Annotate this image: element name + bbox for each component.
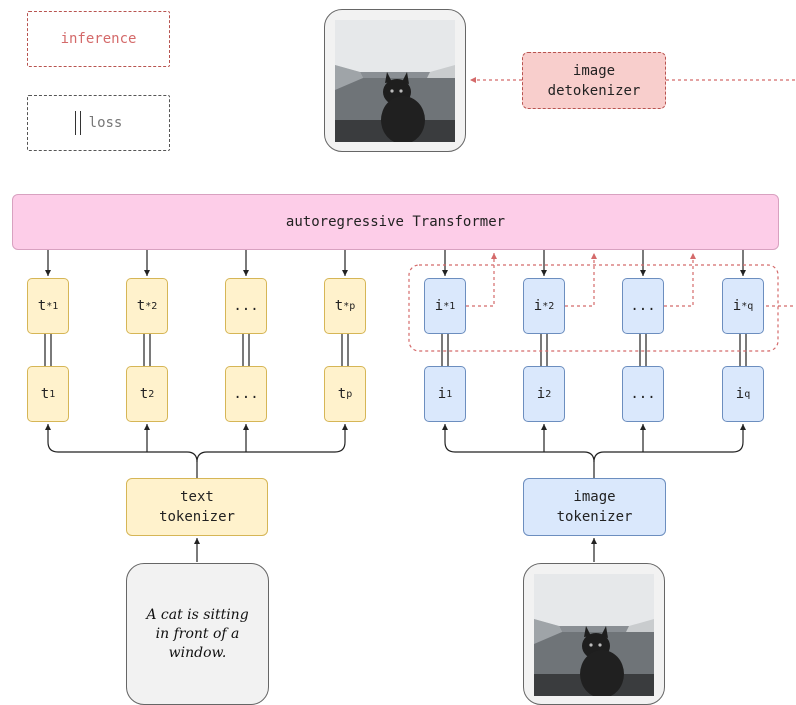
text-predicted-token: ... [225, 278, 267, 334]
text-caption-card: A cat is sitting in front of a window. [126, 563, 269, 705]
image-tokenizer-fanout [442, 424, 746, 562]
text-predicted-token: t*2 [126, 278, 168, 334]
image-predicted-token: i*q [722, 278, 764, 334]
image-detokenizer-label: image detokenizer [547, 62, 641, 99]
loss-double-lines [44, 334, 747, 367]
text-tokenizer: text tokenizer [126, 478, 268, 536]
cat-photo-icon [335, 20, 455, 142]
input-image-card [523, 563, 665, 705]
image-predicted-token: i*2 [523, 278, 565, 334]
image-predicted-token: ... [622, 278, 664, 334]
legend-inference-label: inference [60, 31, 137, 47]
inference-feedback-lines [408, 77, 796, 352]
image-detokenizer: image detokenizer [522, 52, 666, 109]
transformer-output-arrows [45, 250, 746, 276]
text-predicted-token: t*1 [27, 278, 69, 334]
legend-inference: inference [27, 11, 170, 67]
autoregressive-transformer: autoregressive Transformer [12, 194, 779, 250]
output-image-card [324, 9, 466, 152]
text-input-token: ... [225, 366, 267, 422]
double-line-icon [74, 111, 81, 135]
image-predicted-token: i*1 [424, 278, 466, 334]
transformer-label: autoregressive Transformer [285, 214, 506, 230]
image-input-token: ... [622, 366, 664, 422]
legend-loss-label: loss [88, 115, 123, 131]
cat-photo-icon [534, 574, 654, 696]
image-tokenizer: image tokenizer [523, 478, 666, 536]
text-tokenizer-label: text tokenizer [159, 489, 235, 525]
legend-loss: loss [27, 95, 170, 151]
image-tokenizer-label: image tokenizer [556, 489, 633, 525]
text-tokenizer-fanout [45, 424, 348, 562]
text-predicted-token: t*p [324, 278, 366, 334]
caption-text: A cat is sitting in front of a window. [146, 606, 249, 661]
